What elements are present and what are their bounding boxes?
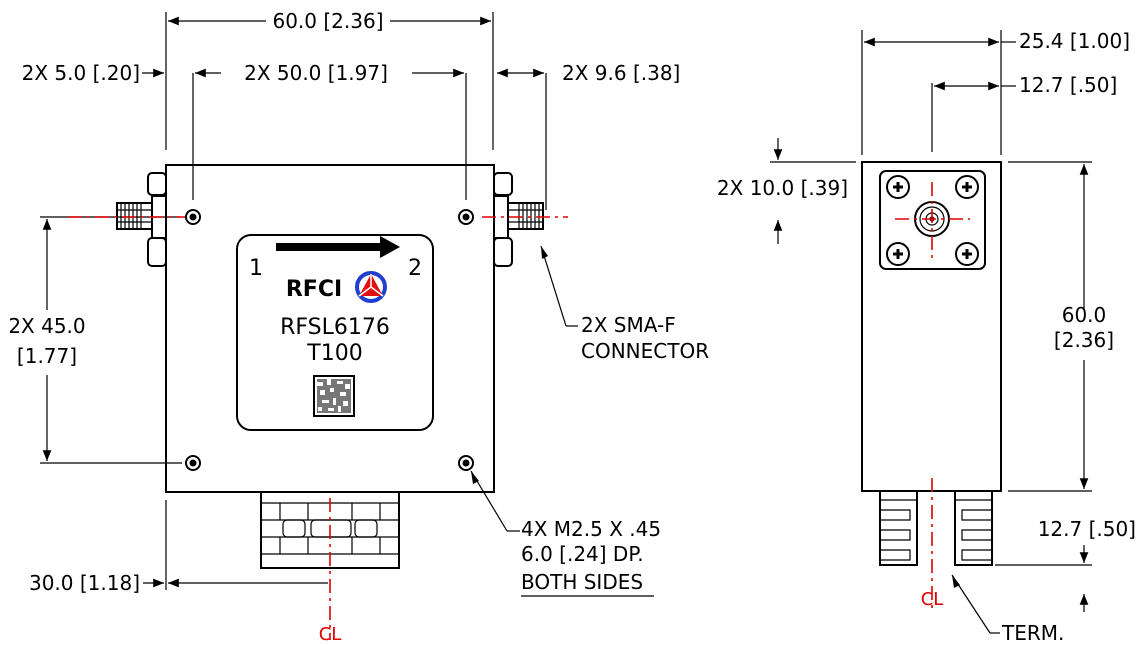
side-height-line1: 60.0 — [1062, 303, 1107, 327]
mounting-hole-bottom-left — [185, 455, 201, 471]
direction-arrow-icon — [276, 236, 400, 258]
front-hole-spacing-dim: 2X 50.0 [1.97] — [244, 61, 388, 85]
side-overall-width-dim: 25.4 [1.00] — [1019, 29, 1130, 53]
rfci-logo-icon — [355, 271, 387, 303]
variant-label: T100 — [306, 341, 362, 366]
mounting-hole-bottom-right — [458, 455, 474, 471]
connector-callout-line1: 2X SMA-F — [581, 313, 676, 337]
front-vertical-spacing-line1: 2X 45.0 — [8, 314, 85, 338]
mounting-hole-top-right — [458, 209, 474, 225]
side-connector-offset-dim: 12.7 [.50] — [1019, 73, 1117, 97]
term-callout: TERM. — [1001, 621, 1064, 645]
port-out-label: 2 — [408, 256, 422, 281]
termination-heatsink-side — [879, 490, 993, 566]
front-term-offset-dim: 30.0 [1.18] — [29, 571, 140, 595]
mounting-hole-top-left — [185, 209, 201, 225]
port-in-label: 1 — [249, 256, 263, 281]
flange-screw-icon — [886, 175, 979, 266]
brand-logo-text: RFCI — [286, 277, 342, 302]
side-view: 25.4 [1.00] 12.7 [.50] 2X 10.0 [.39] — [717, 29, 1136, 645]
front-connector-length-dim: 2X 9.6 [.38] — [562, 61, 680, 85]
left-sma-connector — [116, 172, 167, 267]
thread-callout-line1: 4X M2.5 X .45 — [521, 517, 661, 541]
side-height-line2: [2.36] — [1054, 328, 1114, 352]
front-view: 60.0 [2.36] 2X 5.0 [.20] 2X 50.0 [1.97] … — [8, 9, 709, 645]
thread-callout-line2: 6.0 [.24] DP. — [521, 542, 644, 566]
thread-callout-line3: BOTH SIDES — [521, 570, 643, 594]
side-connector-height-dim: 2X 10.0 [.39] — [717, 176, 848, 200]
front-hole-offset-dim: 2X 5.0 [.20] — [22, 61, 140, 85]
data-matrix-code — [313, 375, 355, 417]
front-centerline-symbol: CL — [319, 624, 342, 645]
front-overall-width-dim: 60.0 [2.36] — [272, 9, 383, 33]
right-sma-connector — [493, 172, 544, 267]
product-label — [236, 234, 434, 431]
front-vertical-spacing-line2: [1.77] — [17, 344, 77, 368]
side-term-height-dim: 12.7 [.50] — [1038, 517, 1136, 541]
connector-callout-line2: CONNECTOR — [581, 339, 709, 363]
side-centerline-symbol: CL — [921, 589, 944, 610]
part-number-label: RFSL6176 — [280, 315, 390, 340]
